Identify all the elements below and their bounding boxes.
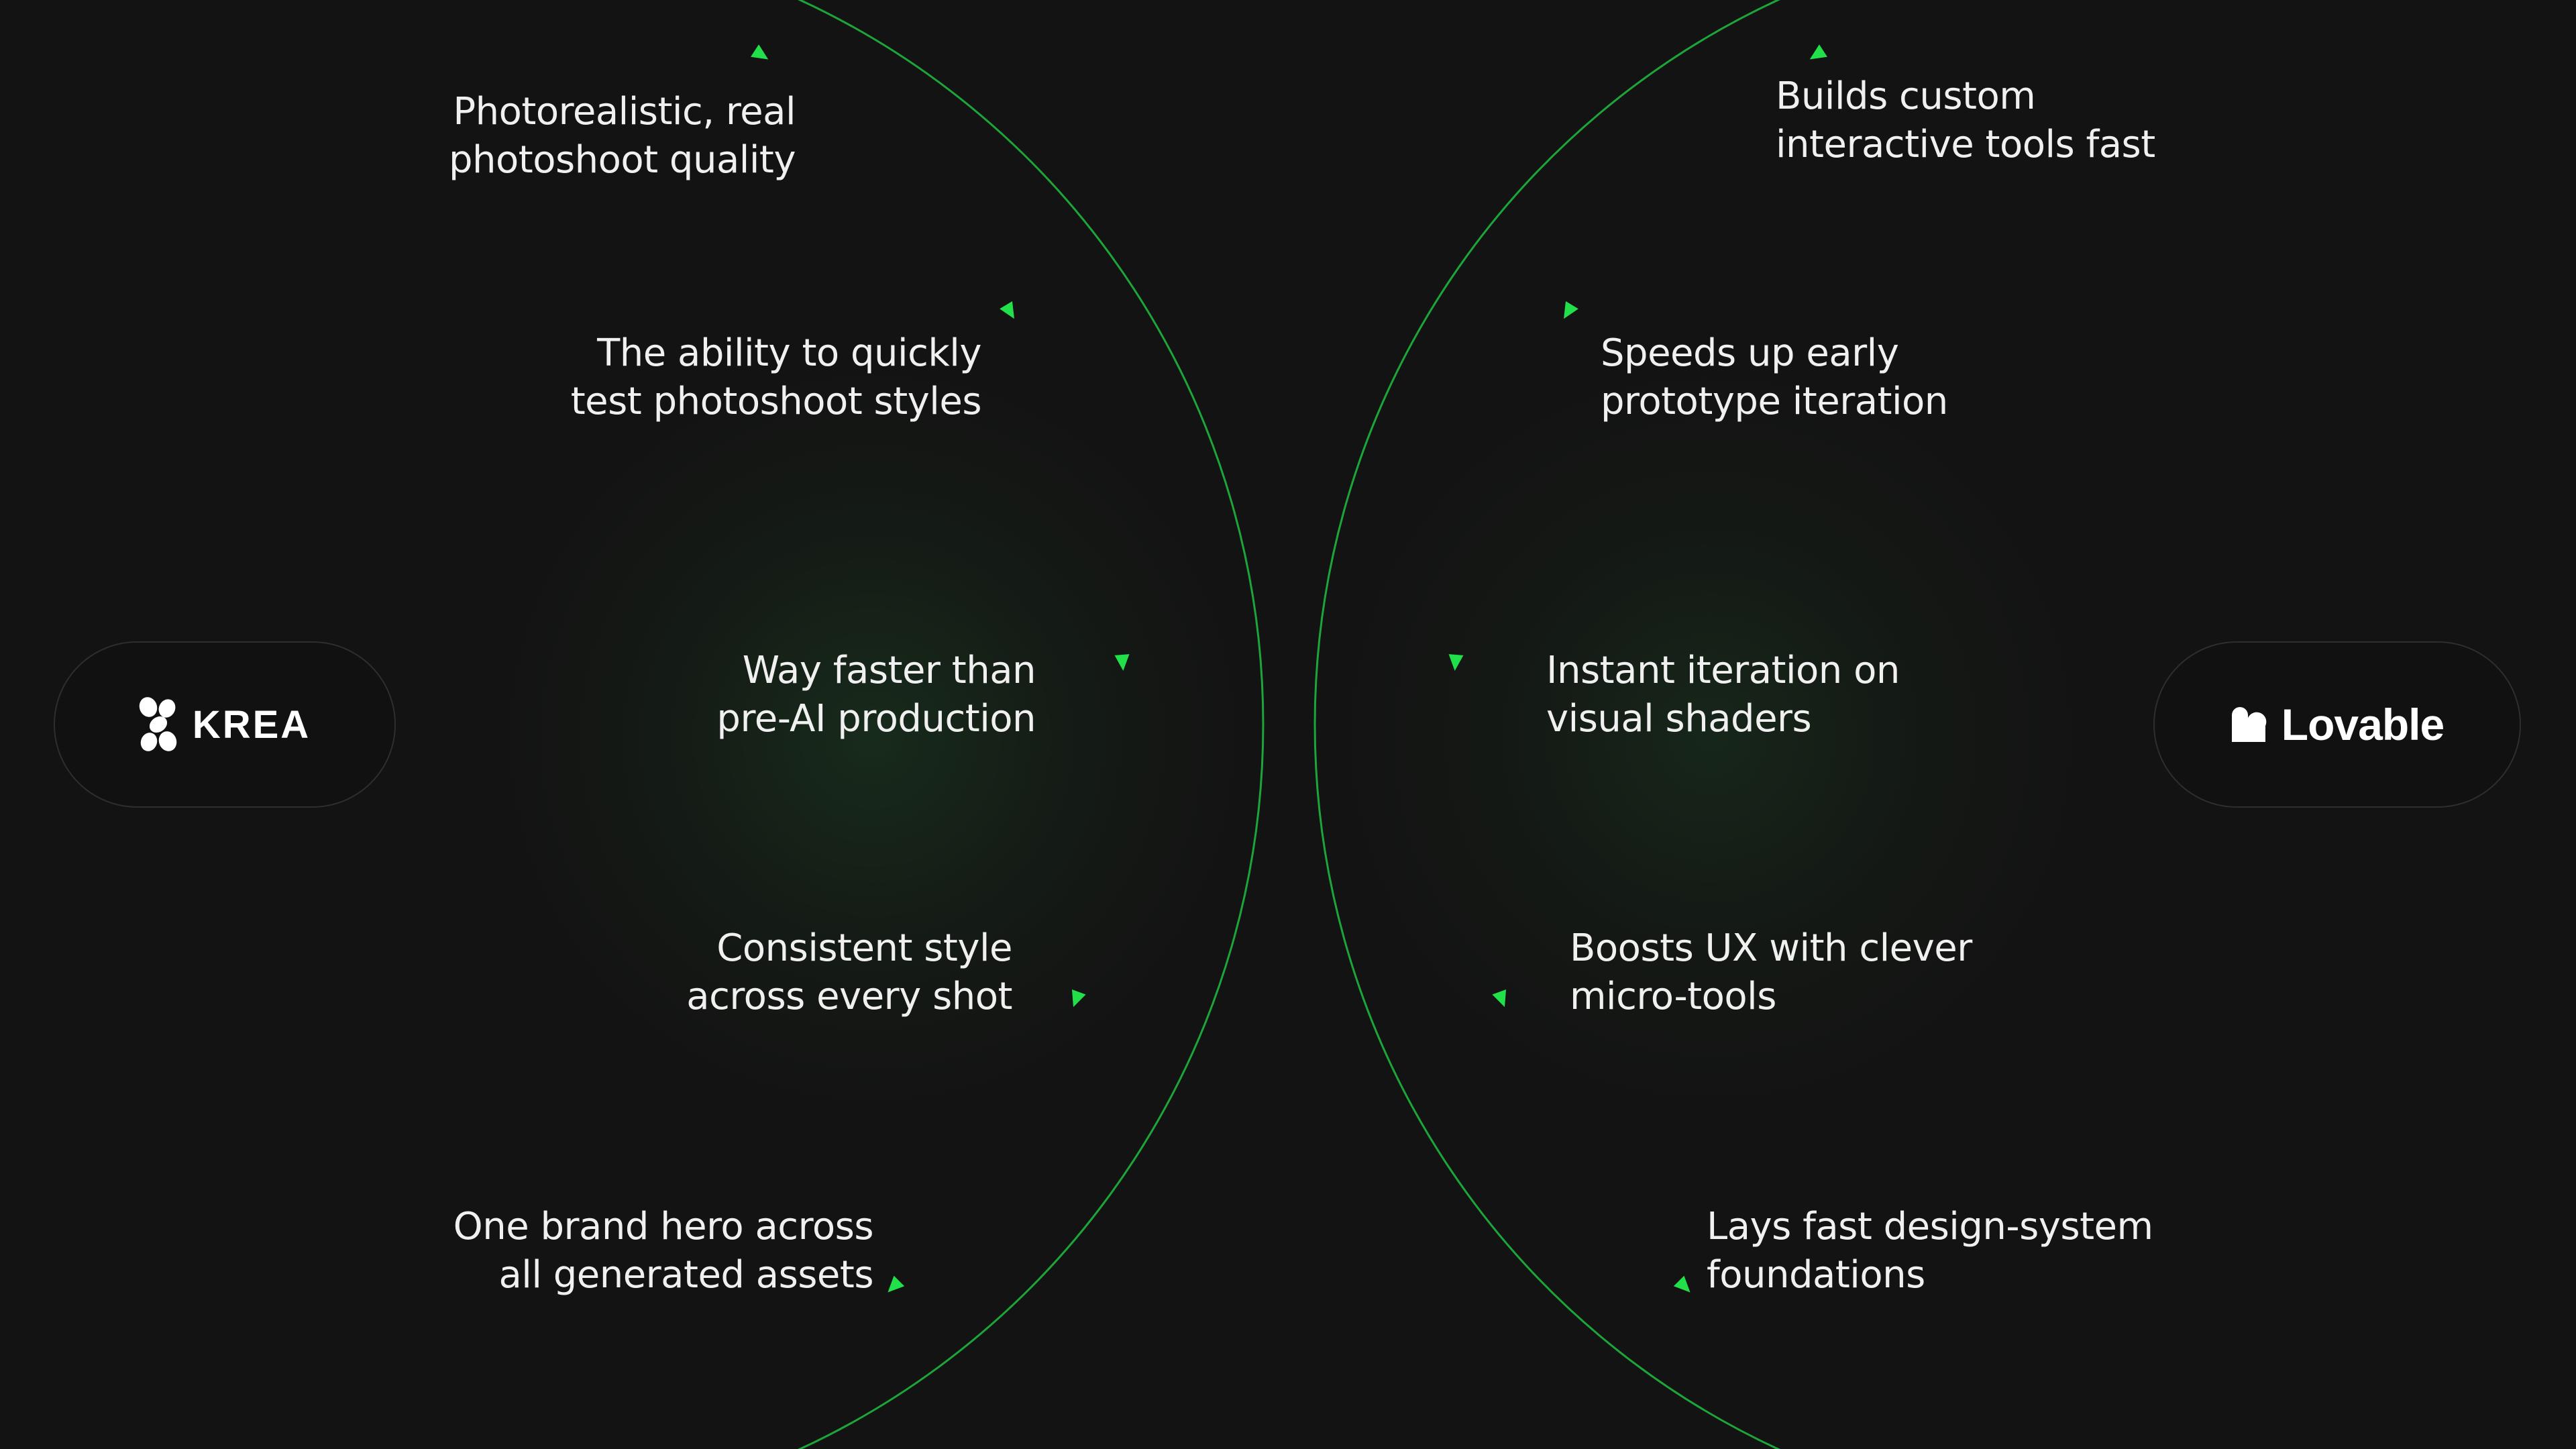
arc-arrow-icon bbox=[1114, 654, 1130, 671]
benefit-line: visual shaders bbox=[1546, 697, 1812, 741]
benefit-line: Builds custom bbox=[1776, 74, 2036, 118]
benefit-line: photoshoot quality bbox=[448, 138, 796, 182]
benefit-line: pre-AI production bbox=[716, 697, 1036, 741]
benefit-line: Consistent style bbox=[716, 926, 1012, 970]
benefit-line: all generated assets bbox=[498, 1253, 873, 1297]
lovable-benefit: Instant iteration on visual shaders bbox=[1546, 647, 1900, 743]
lovable-benefit: Speeds up early prototype iteration bbox=[1601, 329, 1948, 426]
krea-benefit: The ability to quickly test photoshoot s… bbox=[570, 329, 982, 426]
krea-benefit: Photorealistic, real photoshoot quality bbox=[449, 88, 796, 184]
lovable-benefit: Boosts UX with clever micro-tools bbox=[1570, 924, 1972, 1021]
lovable-logo-icon bbox=[2231, 707, 2267, 742]
arc-arrow-icon bbox=[1000, 301, 1014, 319]
arc-arrow-icon bbox=[1071, 989, 1086, 1008]
arc-arrow-icon bbox=[888, 1275, 905, 1293]
benefit-line: prototype iteration bbox=[1601, 380, 1948, 423]
arc-arrow-icon bbox=[1448, 654, 1464, 671]
arc-arrow-icon bbox=[1673, 1275, 1690, 1293]
arc-arrow-icon bbox=[1809, 44, 1827, 60]
lovable-benefit: Lays fast design-system foundations bbox=[1707, 1203, 2153, 1299]
krea-tool-pill: KREA bbox=[54, 641, 396, 808]
krea-logo-icon bbox=[139, 697, 177, 751]
krea-brand-name: KREA bbox=[192, 702, 311, 747]
benefit-line: Boosts UX with clever bbox=[1570, 926, 1972, 970]
benefit-line: Speeds up early bbox=[1601, 331, 1899, 375]
krea-benefit: Way faster than pre-AI production bbox=[716, 647, 1036, 743]
arc-arrow-icon bbox=[1492, 989, 1507, 1008]
right-arc bbox=[1313, 0, 1781, 1449]
benefit-line: Photorealistic, real bbox=[453, 90, 796, 133]
krea-benefit: One brand hero across all generated asse… bbox=[453, 1203, 874, 1299]
lovable-brand-name: Lovable bbox=[2281, 700, 2445, 749]
benefit-line: micro-tools bbox=[1570, 975, 1776, 1018]
arc-arrow-icon bbox=[751, 44, 769, 60]
arc-arrow-icon bbox=[1564, 301, 1578, 319]
benefit-line: Lays fast design-system bbox=[1707, 1205, 2153, 1248]
left-arc bbox=[797, 0, 1265, 1449]
benefit-line: foundations bbox=[1707, 1253, 1925, 1297]
benefit-line: interactive tools fast bbox=[1776, 123, 2155, 166]
lovable-tool-pill: Lovable bbox=[2153, 641, 2521, 808]
krea-benefit: Consistent style across every shot bbox=[686, 924, 1012, 1021]
benefit-line: Instant iteration on bbox=[1546, 649, 1900, 692]
benefit-line: across every shot bbox=[686, 975, 1012, 1018]
benefit-line: Way faster than bbox=[742, 649, 1036, 692]
benefit-line: One brand hero across bbox=[453, 1205, 874, 1248]
benefit-line: The ability to quickly bbox=[597, 331, 981, 375]
benefit-line: test photoshoot styles bbox=[570, 380, 982, 423]
lovable-benefit: Builds custom interactive tools fast bbox=[1776, 72, 2155, 169]
